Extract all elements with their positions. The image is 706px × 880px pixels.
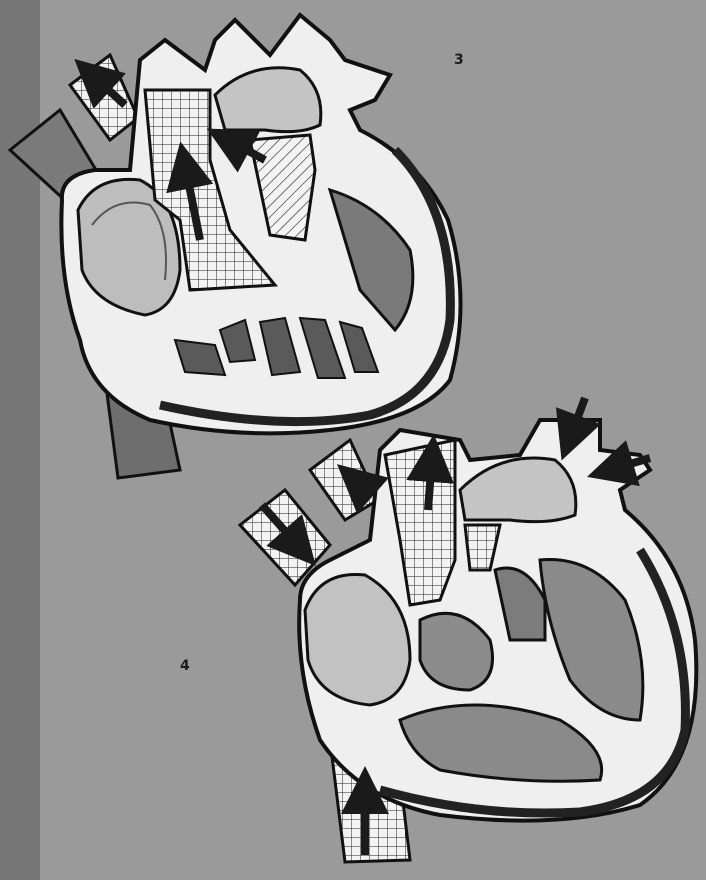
pulmonary-vessel-left-4: [310, 440, 378, 520]
heart-diagram-4: 4: [180, 398, 696, 862]
arrow-trunk-up-4: [428, 458, 432, 510]
heart-diagram-3: 3: [10, 15, 464, 478]
figure-label-4: 4: [180, 658, 190, 674]
figure-label-3: 3: [454, 52, 464, 68]
pulmonary-vessel-3: [70, 55, 138, 140]
